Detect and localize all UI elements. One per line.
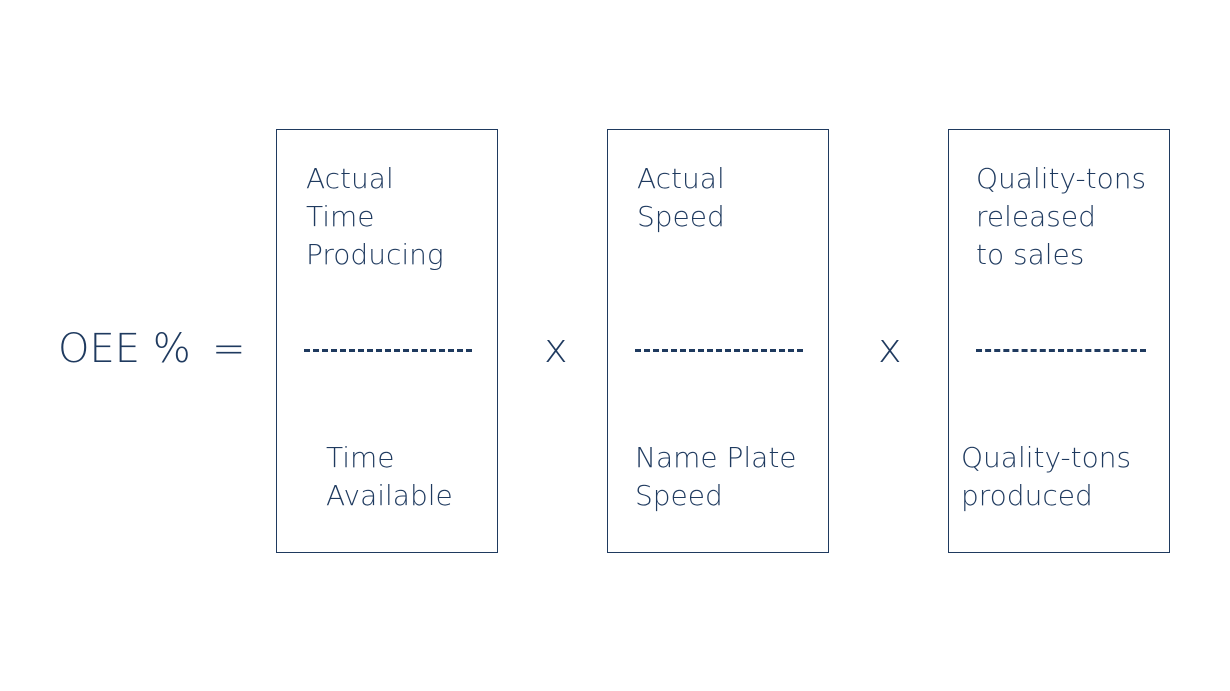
numerator-line: released [976,200,1096,233]
quality-denominator: Quality-tons produced [961,439,1131,515]
numerator-line: Actual [306,162,394,195]
denominator-line: Name Plate [635,441,797,474]
performance-numerator: Actual Speed [637,160,725,236]
fraction-bar [304,349,472,352]
quality-numerator: Quality-tons released to sales [976,160,1146,274]
performance-denominator: Name Plate Speed [635,439,797,515]
denominator-line: Time [326,441,395,474]
formula-lhs: OEE % [58,326,191,372]
multiply-sign: x [544,326,568,372]
availability-denominator: Time Available [326,439,453,515]
equals-sign: = [212,326,246,372]
fraction-bar [635,349,803,352]
numerator-line: Quality-tons [976,162,1147,195]
denominator-line: Available [326,479,453,512]
numerator-line: Speed [637,200,725,233]
denominator-line: produced [961,479,1093,512]
availability-numerator: Actual Time Producing [306,160,444,274]
fraction-bar [976,349,1146,352]
performance-factor-box: Actual Speed Name Plate Speed [607,129,829,553]
denominator-line: Speed [635,479,723,512]
numerator-line: Actual [637,162,725,195]
numerator-line: Time [306,200,375,233]
quality-factor-box: Quality-tons released to sales Quality-t… [948,129,1170,553]
numerator-line: to sales [976,238,1085,271]
denominator-line: Quality-tons [961,441,1132,474]
multiply-sign: x [878,326,902,372]
numerator-line: Producing [306,238,444,271]
availability-factor-box: Actual Time Producing Time Available [276,129,498,553]
